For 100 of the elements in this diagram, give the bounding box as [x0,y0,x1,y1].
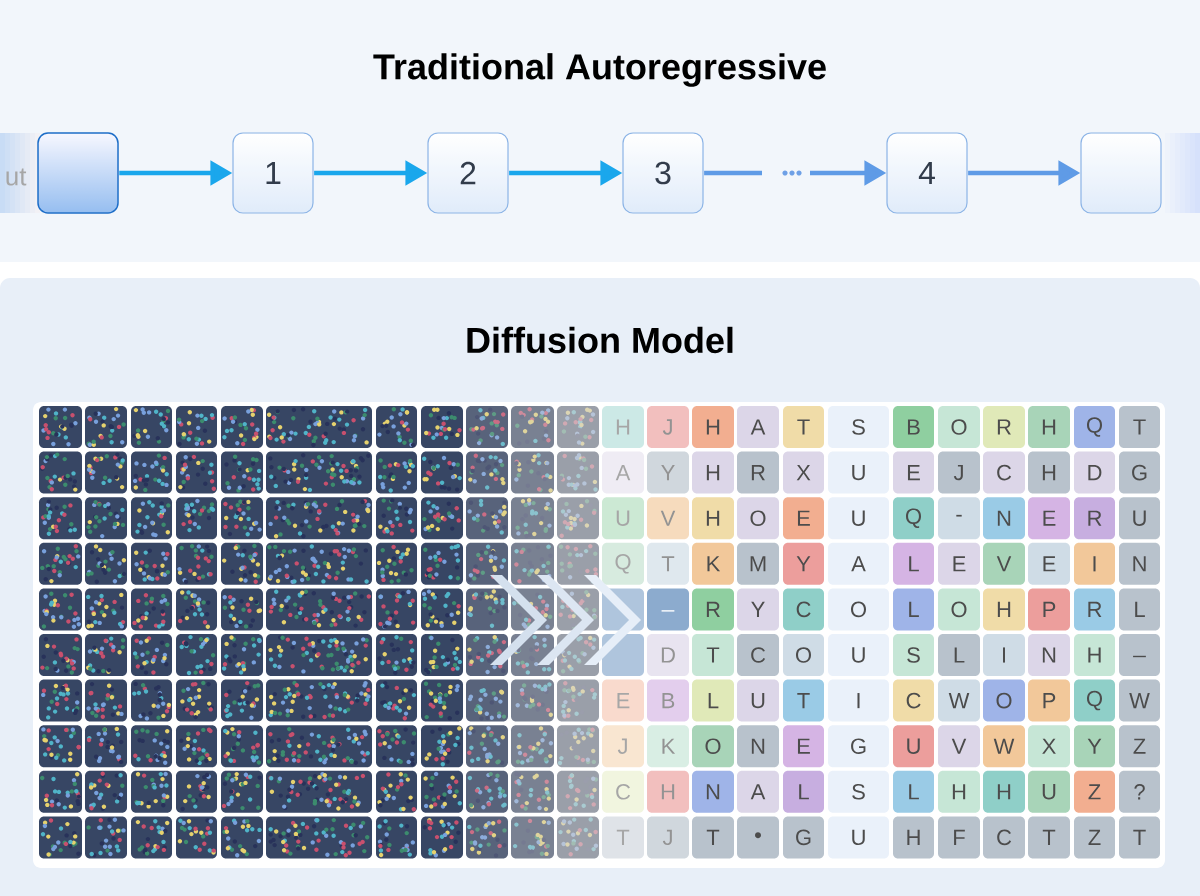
letter-tile: U [828,497,889,540]
letter-tile: J [938,451,980,494]
letter-tile: _ [647,588,689,631]
letter-tile: U [893,725,934,768]
letter-tile: J [647,406,689,448]
letter-tile: B [893,406,934,448]
cut-text: ut [6,168,27,186]
letter-tile: E [938,542,980,585]
letter-tile: S [828,770,889,813]
letter-tile: H [692,497,734,540]
letter-tile: V [983,542,1025,585]
letter-tile: N [1028,634,1070,676]
letter-tile: E [783,725,824,768]
letter-tile: L [893,542,934,585]
letter-tile: W [1119,679,1160,722]
letter-tile: X [1028,725,1070,768]
letter-tile: O [783,634,824,676]
letter-tile: U [828,451,889,494]
letter-tile: W [938,679,980,722]
letter-tile: O [737,497,779,540]
letter-tile: C [983,451,1025,494]
letter-tile: C [783,588,824,631]
letter-tile: Y [1074,725,1115,768]
letter-tile: X [783,451,824,494]
letter-tile: L [1119,588,1160,631]
letter-tile: H [1028,451,1070,494]
letter-tile: E [893,451,934,494]
letter-tile: A [737,770,779,813]
letter-tile: _ [1119,634,1160,676]
letter-tile: H [647,770,689,813]
letter-tile: D [1074,451,1115,494]
letter-tile: A [602,451,644,494]
letter-tile: Q [602,542,644,585]
letter-tile: R [983,406,1025,448]
letter-tile: Q [893,497,934,540]
letter-tile: C [893,679,934,722]
letter-tile: H [983,588,1025,631]
letter-tile: D [647,634,689,676]
letter-tile: T [1119,406,1160,448]
letter-tile: H [692,451,734,494]
letter-tile: H [1028,406,1070,448]
letter-tile: U [1028,770,1070,813]
letter-tile: Q [1074,406,1115,448]
letter-tile: N [983,497,1025,540]
letter-tile: E [602,679,644,722]
letter-tile: L [692,679,734,722]
letter-tile: S [828,406,889,448]
letter-tile: H [938,770,980,813]
letter-tile: H [602,406,644,448]
letter-tile: S [893,634,934,676]
letter-tile: G [1119,451,1160,494]
letter-tile: W [983,725,1025,768]
letter-tile: T [602,816,644,859]
letter-tile: U [828,634,889,676]
letter-tile: R [692,588,734,631]
letter-tile: R [1074,588,1115,631]
sequence-box: 2 [427,132,509,214]
heading: Traditional Autoregressive [373,53,826,87]
letter-tile: M [737,542,779,585]
sequence-box: 4 [886,132,968,214]
letter-tile: L [893,588,934,631]
letter-tile: T [1028,816,1070,859]
letter-tile: N [737,725,779,768]
empty-box [37,132,119,214]
letter-tile: T [783,679,824,722]
letter-tile: H [1074,634,1115,676]
heading: Diffusion Model [467,326,733,354]
letter-tile: C [737,634,779,676]
letter-tile: K [647,725,689,768]
letter-tile: T [783,406,824,448]
letter-tile: T [692,816,734,859]
letter-tile: R [1074,497,1115,540]
letter-tile: G [828,725,889,768]
letter-tile: U [602,497,644,540]
letter-tile: Z [1074,816,1115,859]
letter-tile: O [938,406,980,448]
letter-tile: K [692,542,734,585]
letter-tile: L [938,634,980,676]
letter-tile: E [1028,542,1070,585]
letter-tile: J [602,725,644,768]
letter-tile: Q [1074,679,1115,722]
letter-tile: N [692,770,734,813]
letter-tile: T [1119,816,1160,859]
letter-tile: U [828,816,889,859]
letter-tile: P [1028,588,1070,631]
letter-tile: I [983,634,1025,676]
letter-tile: O [692,725,734,768]
letter-tile: V [647,497,689,540]
letter-tile: G [783,816,824,859]
letter-tile: - [938,497,980,540]
letter-tile: L [783,770,824,813]
letter-tile: O [938,588,980,631]
letter-tile: U [1119,497,1160,540]
letter-tile: I [828,679,889,722]
letter-tile: • [737,816,779,859]
letter-tile: A [737,406,779,448]
empty-box [1080,132,1162,214]
letter-tile: L [893,770,934,813]
letter-tile: Y [783,542,824,585]
letter-tile: O [828,588,889,631]
